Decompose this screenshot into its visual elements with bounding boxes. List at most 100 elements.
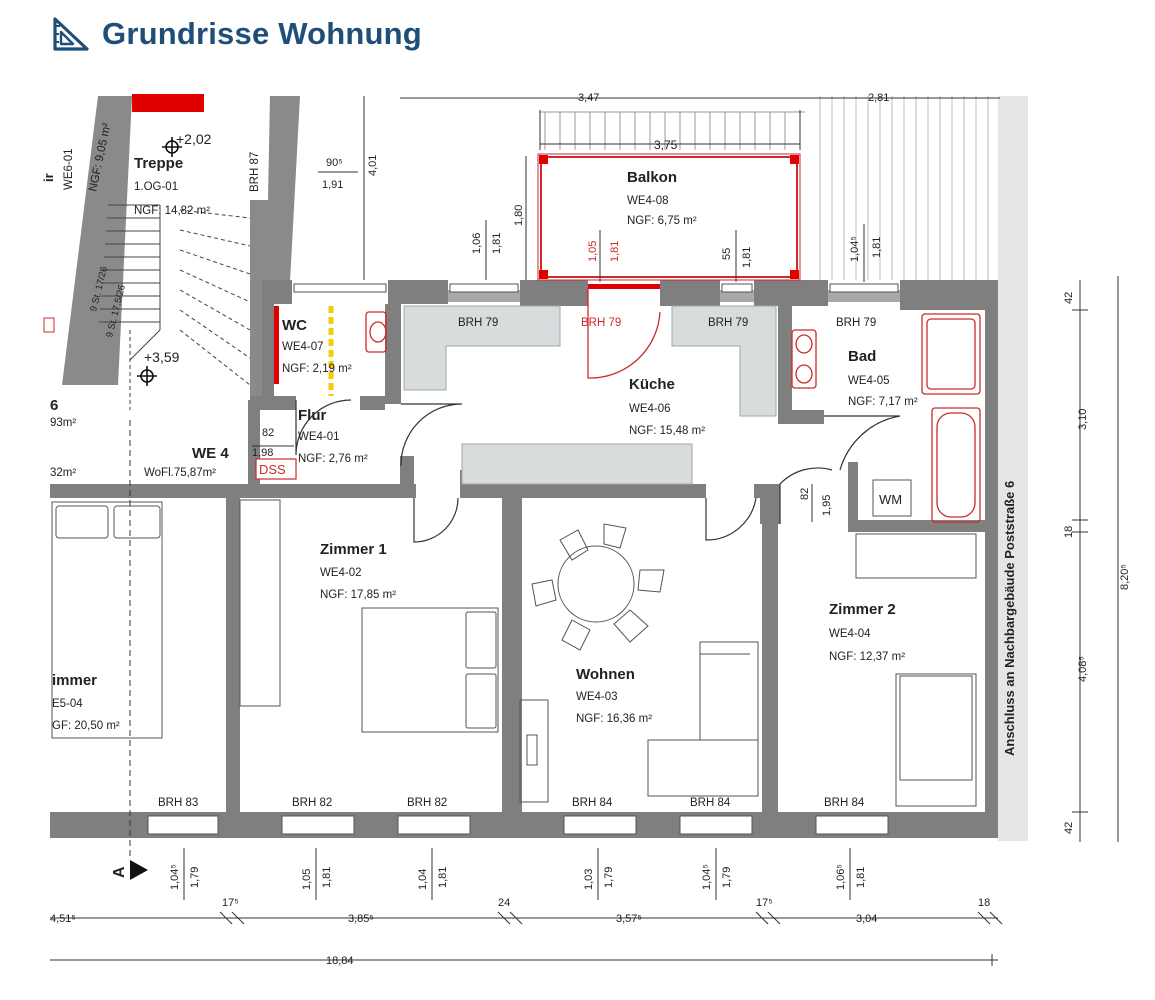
stairwell bbox=[43, 94, 300, 410]
brh-83: BRH 83 bbox=[158, 797, 198, 809]
dim-b181a: 1,81 bbox=[321, 867, 333, 888]
svg-text:Zimmer 1: Zimmer 1 bbox=[320, 541, 387, 558]
svg-text:WE4-05: WE4-05 bbox=[848, 375, 890, 387]
brh-kueche-right: BRH 79 bbox=[708, 317, 748, 329]
dim-b104a: 1,04⁵ bbox=[169, 864, 181, 890]
brh-82a: BRH 82 bbox=[292, 797, 332, 809]
cutoff-ir: ir bbox=[41, 173, 56, 182]
kitchen-counters bbox=[403, 305, 777, 485]
dim-r820: 8,20⁵ bbox=[1119, 564, 1131, 590]
stair-red-marking bbox=[132, 94, 204, 112]
dim-106: 1,06 bbox=[471, 233, 483, 254]
room-kueche: Küche WE4-06 NGF: 15,48 m² bbox=[629, 376, 705, 437]
svg-text:E5-04: E5-04 bbox=[52, 698, 83, 710]
dim-r18: 18 bbox=[1063, 526, 1075, 538]
balcony-frame bbox=[537, 153, 801, 281]
dim-b106: 1,06⁵ bbox=[835, 864, 847, 890]
dim-104: 1,04⁵ bbox=[849, 236, 861, 262]
dim-181a: 1,81 bbox=[491, 233, 503, 254]
brh-84c: BRH 84 bbox=[824, 797, 865, 809]
dim-w385: 3,85⁵ bbox=[348, 913, 374, 925]
dim-w24: 24 bbox=[498, 897, 510, 909]
dim-r408: 4,08⁵ bbox=[1077, 656, 1089, 682]
section-arrow bbox=[130, 860, 148, 880]
dim-r42b: 42 bbox=[1063, 822, 1075, 834]
dim-b179b: 1,79 bbox=[603, 867, 615, 888]
svg-text:WE4-06: WE4-06 bbox=[629, 403, 671, 415]
dim-181b: 1,81 bbox=[609, 241, 621, 262]
neighbor-wall-strip bbox=[998, 96, 1028, 841]
dss-label: DSS bbox=[259, 462, 286, 477]
svg-text:NGF: 2,76 m²: NGF: 2,76 m² bbox=[298, 453, 368, 465]
dimension-lines bbox=[50, 96, 1119, 966]
dim-b104b: 1,04 bbox=[417, 869, 429, 890]
svg-text:WE4-07: WE4-07 bbox=[282, 341, 324, 353]
svg-text:Balkon: Balkon bbox=[627, 169, 677, 186]
svg-text:Wohnen: Wohnen bbox=[576, 666, 635, 683]
room-zimmer-1: Zimmer 1 WE4-02 NGF: 17,85 m² bbox=[320, 541, 396, 601]
svg-text:WE4-04: WE4-04 bbox=[829, 628, 871, 640]
svg-text:NGF: 16,36 m²: NGF: 16,36 m² bbox=[576, 713, 652, 725]
dim-b179a: 1,79 bbox=[189, 867, 201, 888]
balcony-door-swing bbox=[587, 288, 661, 379]
room-wc: WC WE4-07 NGF: 2,19 m² bbox=[282, 317, 352, 375]
level-lower: +3,59 bbox=[144, 349, 180, 365]
page-title: Grundrisse Wohnung bbox=[102, 16, 422, 51]
room-zimmer-left: immer E5-04 GF: 20,50 m² bbox=[52, 672, 120, 732]
page-header: Grundrisse Wohnung bbox=[52, 12, 422, 56]
dim-82b: 82 bbox=[799, 488, 811, 500]
dim-balkon-375: 3,75 bbox=[654, 138, 678, 152]
balcony-deck-hatch bbox=[819, 96, 989, 280]
floorplan-triangle-icon bbox=[53, 17, 89, 51]
cutoff-area-b: 32m² bbox=[50, 467, 76, 479]
dim-b179c: 1,79 bbox=[721, 867, 733, 888]
dim-w451: 4,51⁵ bbox=[50, 913, 76, 925]
dim-b105: 1,05 bbox=[301, 869, 313, 890]
brh-bad: BRH 79 bbox=[836, 317, 876, 329]
dim-55: 55 bbox=[721, 248, 733, 260]
dim-181d: 1,81 bbox=[871, 237, 883, 258]
svg-text:immer: immer bbox=[52, 672, 97, 689]
dim-r42a: 42 bbox=[1063, 292, 1075, 304]
section-marker: A bbox=[111, 866, 128, 878]
dim-w18: 18 bbox=[978, 897, 990, 909]
we6-code: WE6-01 bbox=[63, 148, 75, 190]
svg-text:WE4-08: WE4-08 bbox=[627, 195, 669, 207]
room-zimmer-2: Zimmer 2 WE4-04 NGF: 12,37 m² bbox=[829, 601, 905, 663]
brh-kueche-mid: BRH 79 bbox=[581, 317, 621, 329]
dim-180: 1,80 bbox=[513, 205, 525, 226]
wm-label: WM bbox=[879, 492, 902, 507]
room-treppe: Treppe 1.OG-01 NGF: 14,82 m² bbox=[134, 155, 210, 217]
svg-text:NGF: 2,19 m²: NGF: 2,19 m² bbox=[282, 363, 352, 375]
cutoff-six: 6 bbox=[50, 397, 58, 414]
svg-text:1.OG-01: 1.OG-01 bbox=[134, 181, 178, 193]
bath-fixtures bbox=[791, 313, 981, 523]
level-upper: +2,02 bbox=[176, 131, 212, 147]
dim-195: 1,95 bbox=[821, 495, 833, 516]
brh-82b: BRH 82 bbox=[407, 797, 447, 809]
brh-84b: BRH 84 bbox=[690, 797, 731, 809]
brh-kueche-left: BRH 79 bbox=[458, 317, 498, 329]
dim-w175b: 17⁵ bbox=[756, 897, 773, 909]
dim-total: 18,84 bbox=[326, 955, 354, 967]
brh-treppe: BRH 87 bbox=[249, 152, 261, 192]
svg-text:NGF: 7,17 m²: NGF: 7,17 m² bbox=[848, 396, 918, 408]
dim-905: 90⁵ bbox=[326, 157, 343, 169]
dim-top-347: 3,47 bbox=[578, 92, 599, 104]
svg-text:WE4-02: WE4-02 bbox=[320, 567, 362, 579]
svg-text:Küche: Küche bbox=[629, 376, 675, 393]
south-windows bbox=[147, 815, 889, 835]
furniture bbox=[51, 499, 977, 807]
dim-w304: 3,04 bbox=[856, 913, 877, 925]
svg-text:Flur: Flur bbox=[298, 407, 326, 424]
north-windows bbox=[293, 283, 899, 293]
dim-b181b: 1,81 bbox=[437, 867, 449, 888]
svg-text:WE4-03: WE4-03 bbox=[576, 691, 618, 703]
washing-machine bbox=[872, 479, 912, 517]
dim-b104c: 1,04⁵ bbox=[701, 864, 713, 890]
room-flur: Flur WE4-01 NGF: 2,76 m² bbox=[298, 407, 368, 465]
cutoff-area-a: 93m² bbox=[50, 417, 76, 429]
dim-105: 1,05 bbox=[587, 241, 599, 262]
dim-198: 1,98 bbox=[252, 447, 273, 459]
svg-text:NGF: 17,85 m²: NGF: 17,85 m² bbox=[320, 589, 396, 601]
